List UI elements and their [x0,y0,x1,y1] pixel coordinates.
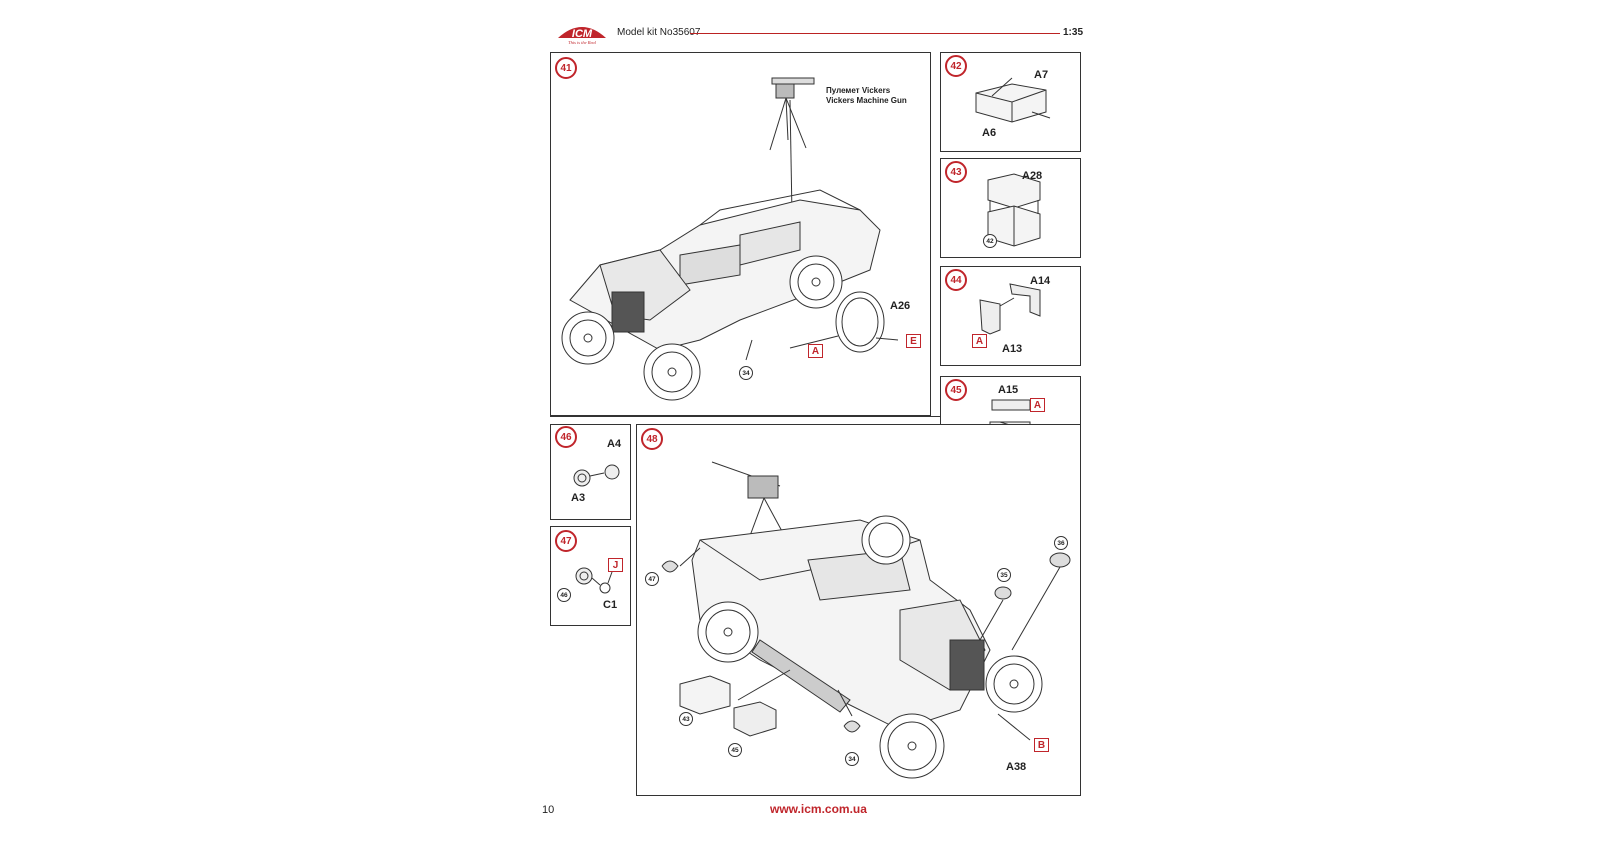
vickers-label-en: Vickers Machine Gun [826,96,907,105]
step-41-badge: 41 [555,57,577,79]
step-ref-47: 47 [645,572,659,586]
sprue-ref-e: E [906,334,921,348]
part-label-a26: A26 [890,300,911,312]
part-label-a4: A4 [607,438,622,450]
step-48-badge: 48 [641,428,663,450]
step-41-48-frame [550,416,940,417]
sprue-ref-j: J [608,558,623,572]
step-ref-42: 42 [983,234,997,248]
sprue-ref-b: B [1034,738,1049,752]
sprue-ref-a: A [808,344,823,358]
part-label-a15: A15 [998,384,1019,396]
step-47-badge: 47 [555,530,577,552]
step-ref-36: 36 [1054,536,1068,550]
step-43-badge: 43 [945,161,967,183]
step-ref-46: 46 [557,588,571,602]
step-46-badge: 46 [555,426,577,448]
vickers-label-ru: Пулемет Vickers [826,86,891,95]
icm-logo: ICM This is the Real [556,22,608,46]
part-label-a28: A28 [1022,170,1043,182]
sprue-ref-a-45: A [1030,398,1045,412]
step-ref-34: 34 [739,366,753,380]
step-ref-35: 35 [997,568,1011,582]
svg-text:ICM: ICM [572,28,593,40]
part-label-a13: A13 [1002,343,1023,355]
part-label-a38: A38 [1006,761,1027,773]
part-label-a7: A7 [1034,69,1049,81]
step-ref-45: 45 [728,743,742,757]
part-label-a3: A3 [571,492,586,504]
model-kit-title: Model kit No35607 [617,27,701,38]
step-ref-34-48: 34 [845,752,859,766]
step-45-badge: 45 [945,379,967,401]
step-42-badge: 42 [945,55,967,77]
website-link[interactable]: www.icm.com.ua [770,802,867,816]
part-label-c1: C1 [603,599,618,611]
part-label-a6: A6 [982,127,997,139]
page-number: 10 [542,804,555,816]
step-44-badge: 44 [945,269,967,291]
sprue-ref-a-44: A [972,334,987,348]
header-rule [690,33,1060,34]
part-label-a14: A14 [1030,275,1051,287]
step-ref-43: 43 [679,712,693,726]
svg-text:This is the Real: This is the Real [568,40,597,45]
scale-label: 1:35 [1063,27,1084,38]
